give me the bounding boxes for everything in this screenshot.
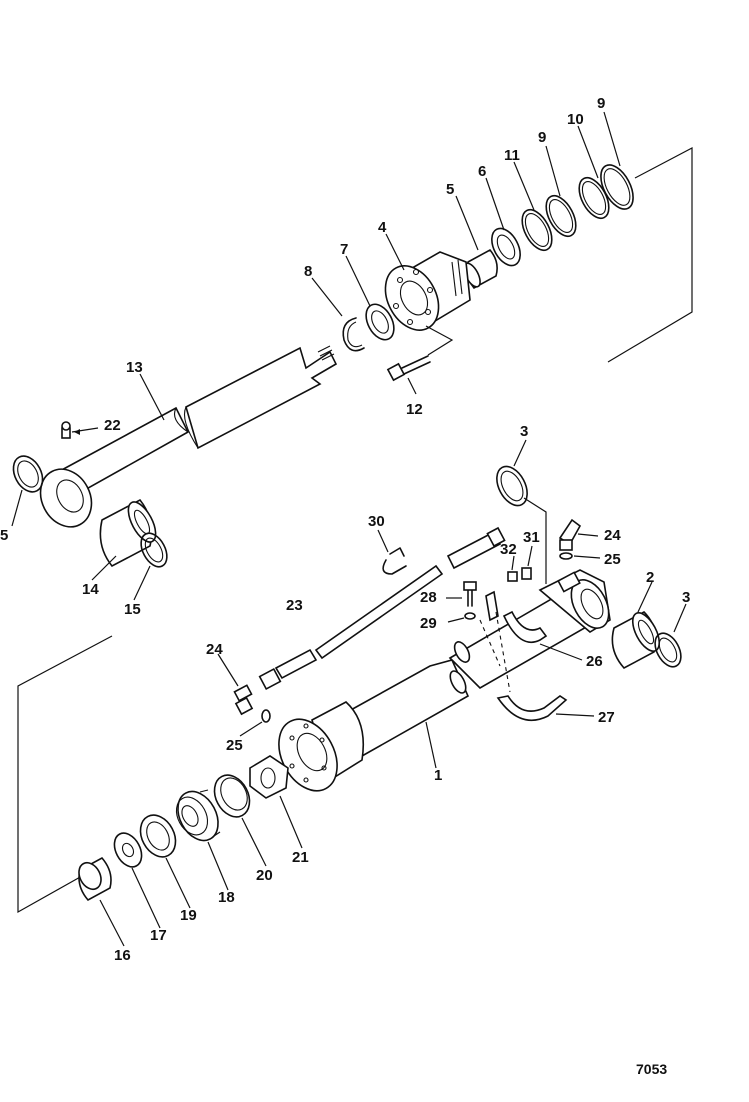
callout-1: 1 <box>434 767 442 784</box>
bushing-2 <box>611 611 661 670</box>
callout-5-left: 5 <box>0 527 8 544</box>
elbow-24-right <box>558 518 599 551</box>
callout-24-right: 24 <box>604 527 621 544</box>
dust-seal-3-right <box>654 632 682 668</box>
callout-21: 21 <box>292 849 309 866</box>
callout-17: 17 <box>150 927 167 944</box>
callout-20: 20 <box>256 867 273 884</box>
clip-30 <box>382 547 407 575</box>
elbow-24-left <box>233 684 254 716</box>
seal-ring-11 <box>521 208 553 252</box>
callout-25-right: 25 <box>604 551 621 568</box>
callout-labels: 9 10 9 11 6 5 4 7 8 12 13 22 5 14 15 3 3… <box>0 95 690 1077</box>
seal-ring-10 <box>578 176 610 220</box>
callout-8: 8 <box>304 263 312 280</box>
hose-clamp-31-32 <box>507 567 532 582</box>
callout-10: 10 <box>567 111 584 128</box>
callout-26: 26 <box>586 653 603 670</box>
callout-25-left: 25 <box>226 737 243 754</box>
callout-32: 32 <box>500 541 517 558</box>
callout-15-upper: 15 <box>124 601 141 618</box>
callout-24-left: 24 <box>206 641 223 658</box>
callout-7: 7 <box>340 241 348 258</box>
callout-11: 11 <box>504 147 520 164</box>
callout-14: 14 <box>82 581 99 598</box>
callout-31: 31 <box>523 529 540 546</box>
callout-4: 4 <box>378 219 387 236</box>
callout-6: 6 <box>478 163 486 180</box>
callout-30: 30 <box>368 513 385 530</box>
pipe-23 <box>258 564 444 691</box>
o-ring-25-left <box>261 709 271 723</box>
seal-ring-9b <box>545 194 577 238</box>
callout-13: 13 <box>126 359 143 376</box>
piston-18 <box>175 789 221 842</box>
clamp-27 <box>496 695 595 722</box>
cylinder-head-4 <box>384 251 471 331</box>
callout-9-second: 9 <box>538 129 546 146</box>
callout-16: 16 <box>114 947 131 964</box>
bearing-7 <box>365 303 395 341</box>
dust-seal-15-upper <box>140 532 168 568</box>
o-ring-25-right <box>559 552 601 560</box>
ring-19 <box>139 814 177 858</box>
figure-number: 7053 <box>636 1061 667 1077</box>
bushing-14 <box>99 498 157 568</box>
callout-9-top: 9 <box>597 95 605 112</box>
bearing-6 <box>491 227 521 267</box>
cylinder-tube-1 <box>278 593 590 792</box>
group-bracket-lower <box>17 635 113 914</box>
callout-23: 23 <box>286 597 303 614</box>
group-bracket-upper <box>607 147 693 363</box>
callout-27: 27 <box>598 709 615 726</box>
piston-rod-13 <box>39 345 338 528</box>
callout-19: 19 <box>180 907 197 924</box>
callout-29: 29 <box>420 615 437 632</box>
ring-20 <box>213 774 251 818</box>
nut-21 <box>249 755 289 799</box>
washer-17 <box>113 832 143 868</box>
callout-28: 28 <box>420 589 437 606</box>
callout-12: 12 <box>406 401 423 418</box>
callout-2: 2 <box>646 569 654 586</box>
callout-3-upper: 3 <box>520 423 528 440</box>
snap-ring-8 <box>342 317 365 352</box>
bolt-28 <box>446 581 477 607</box>
bushing-16 <box>78 856 112 902</box>
cylinder-bottom-eye <box>538 569 611 633</box>
bracket-26 <box>479 590 583 693</box>
bushing-5-upper <box>463 248 498 290</box>
pipe-upper <box>446 526 506 570</box>
dust-seal-5-left <box>12 455 44 493</box>
dust-seal-3-upper <box>496 465 547 584</box>
callout-18: 18 <box>218 889 235 906</box>
grease-fitting-22 <box>61 421 99 439</box>
callout-22: 22 <box>104 417 121 434</box>
callout-5-upper: 5 <box>446 181 454 198</box>
washer-29 <box>447 612 476 623</box>
leader-lines <box>11 111 687 947</box>
bolt-12 <box>386 325 454 382</box>
callout-3-right: 3 <box>682 589 690 606</box>
